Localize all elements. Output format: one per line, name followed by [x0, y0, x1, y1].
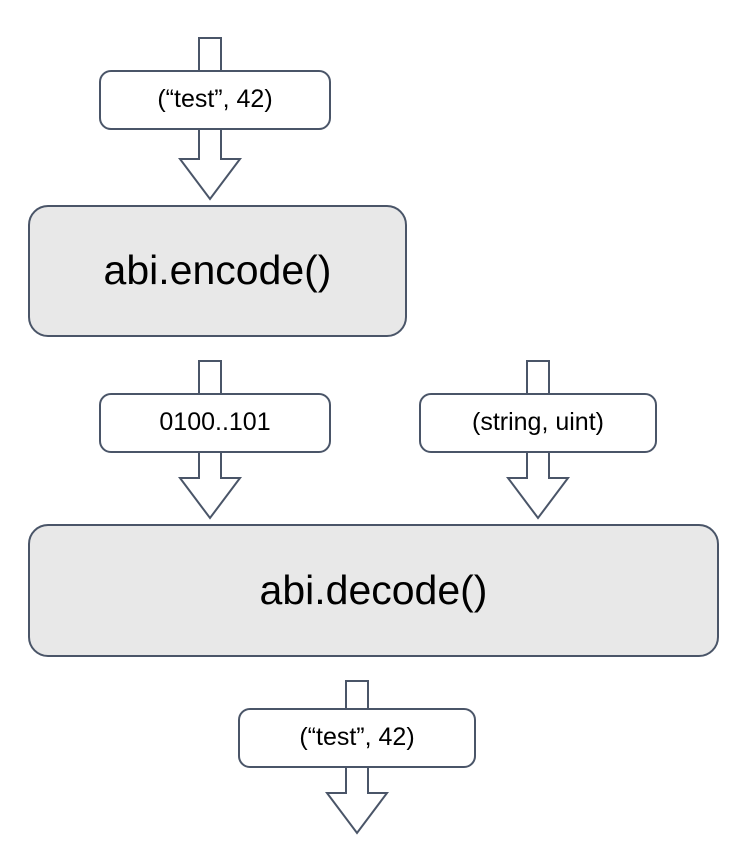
node-label-output-tuple-bottom: (“test”, 42) — [299, 723, 415, 752]
node-output-tuple-bottom: (“test”, 42) — [238, 708, 476, 768]
node-label-abi-decode: abi.decode() — [259, 566, 488, 613]
node-label-type-signature: (string, uint) — [472, 408, 604, 437]
arrow-output-tuple-exit — [325, 767, 389, 835]
arrow-encoded-bytes-to-abi-decode — [178, 452, 242, 520]
node-label-input-tuple-top: (“test”, 42) — [157, 85, 273, 114]
arrow-input-tuple-to-abi-encode — [178, 129, 242, 201]
node-input-tuple-top: (“test”, 42) — [99, 70, 331, 130]
node-abi-decode: abi.decode() — [28, 524, 719, 657]
node-abi-encode: abi.encode() — [28, 205, 407, 337]
node-label-encoded-bytes: 0100..101 — [159, 408, 271, 437]
node-type-signature: (string, uint) — [419, 393, 657, 453]
node-encoded-bytes: 0100..101 — [99, 393, 331, 453]
node-label-abi-encode: abi.encode() — [103, 247, 332, 294]
arrow-type-signature-to-abi-decode — [506, 452, 570, 520]
